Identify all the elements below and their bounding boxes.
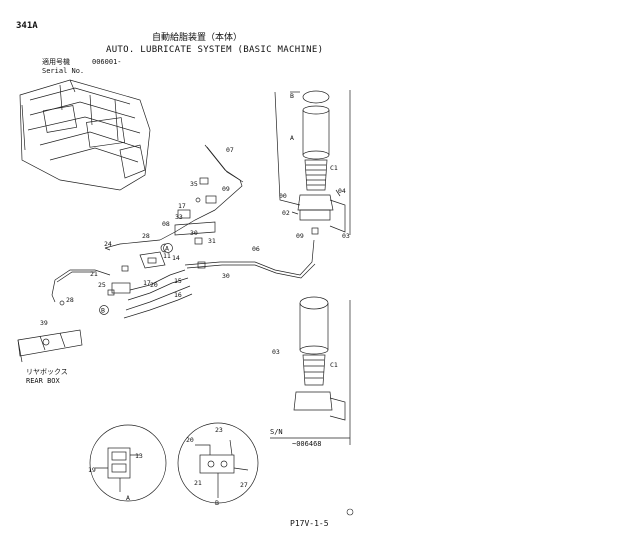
part-label: 16 bbox=[174, 291, 182, 299]
serial-label-japanese: 適用号機 bbox=[42, 58, 70, 66]
view-marker-b: B bbox=[101, 307, 105, 315]
part-label: 14 bbox=[172, 254, 180, 262]
part-label: 27 bbox=[240, 481, 248, 489]
page-mark bbox=[346, 508, 354, 516]
part-label: 20 bbox=[150, 281, 158, 289]
title-english: AUTO. LUBRICATE SYSTEM (BASIC MACHINE) bbox=[106, 45, 324, 55]
part-label: 33 bbox=[175, 213, 183, 221]
detail-view-a bbox=[89, 424, 167, 502]
part-label: C1 bbox=[330, 164, 338, 172]
view-markers: A B A B bbox=[99, 243, 219, 507]
serial-label-english: Serial No. bbox=[42, 67, 85, 75]
sn-value: ~006468 bbox=[292, 440, 322, 448]
part-number-callouts: 07 09 35 17 33 08 30 28 31 24 11 14 21 2… bbox=[40, 92, 350, 489]
grease-pump-lower bbox=[293, 296, 346, 421]
part-label: 25 bbox=[98, 281, 106, 289]
page-code: 341A bbox=[16, 21, 38, 31]
part-label: 13 bbox=[135, 452, 143, 460]
part-label: 35 bbox=[190, 180, 198, 188]
part-label: A bbox=[290, 134, 294, 142]
machine-outline-drawing bbox=[19, 79, 151, 191]
detail-view-b bbox=[177, 422, 259, 504]
part-label: 21 bbox=[90, 270, 98, 278]
part-label: 04 bbox=[338, 187, 346, 195]
part-label: B bbox=[290, 92, 294, 100]
serial-value: 006001- bbox=[92, 58, 122, 66]
part-label: 03 bbox=[272, 348, 280, 356]
part-label: 23 bbox=[215, 426, 223, 434]
part-label: 21 bbox=[194, 479, 202, 487]
rear-box-label-english: REAR BOX bbox=[26, 377, 60, 385]
part-label: 03 bbox=[342, 232, 350, 240]
rear-box-label-japanese: リヤボックス bbox=[26, 368, 68, 376]
part-label: 09 bbox=[296, 232, 304, 240]
page-number: P17V-1-5 bbox=[290, 519, 329, 528]
part-label: 02 bbox=[282, 209, 290, 217]
part-label: 30 bbox=[222, 272, 230, 280]
part-label: 30 bbox=[190, 229, 198, 237]
part-label: 07 bbox=[226, 146, 234, 154]
part-label: 00 bbox=[279, 192, 287, 200]
grease-hoses bbox=[51, 91, 316, 319]
rear-box-drawing bbox=[17, 329, 83, 363]
fittings-cluster bbox=[59, 177, 217, 315]
part-label: 15 bbox=[174, 277, 182, 285]
part-label: 28 bbox=[66, 296, 74, 304]
view-marker-a: A bbox=[165, 245, 169, 253]
part-label: 17 bbox=[178, 202, 186, 210]
part-label: 19 bbox=[88, 466, 96, 474]
part-label: 09 bbox=[222, 185, 230, 193]
grease-pump-upper bbox=[291, 90, 346, 235]
detail-label-a: A bbox=[126, 494, 130, 502]
part-label: C1 bbox=[330, 361, 338, 369]
part-label: 06 bbox=[252, 245, 260, 253]
part-label: 24 bbox=[104, 240, 112, 248]
part-label: 39 bbox=[40, 319, 48, 327]
part-label: 17 bbox=[143, 279, 151, 287]
part-label: 20 bbox=[186, 436, 194, 444]
title-japanese: 自動給脂装置（本体） bbox=[152, 33, 243, 43]
detail-label-b: B bbox=[215, 499, 219, 507]
part-label: 31 bbox=[208, 237, 216, 245]
part-label: 08 bbox=[162, 220, 170, 228]
sn-label: S/N bbox=[270, 428, 283, 436]
frame-lines bbox=[270, 90, 351, 445]
part-label: 28 bbox=[142, 232, 150, 240]
part-label: 11 bbox=[163, 252, 171, 260]
